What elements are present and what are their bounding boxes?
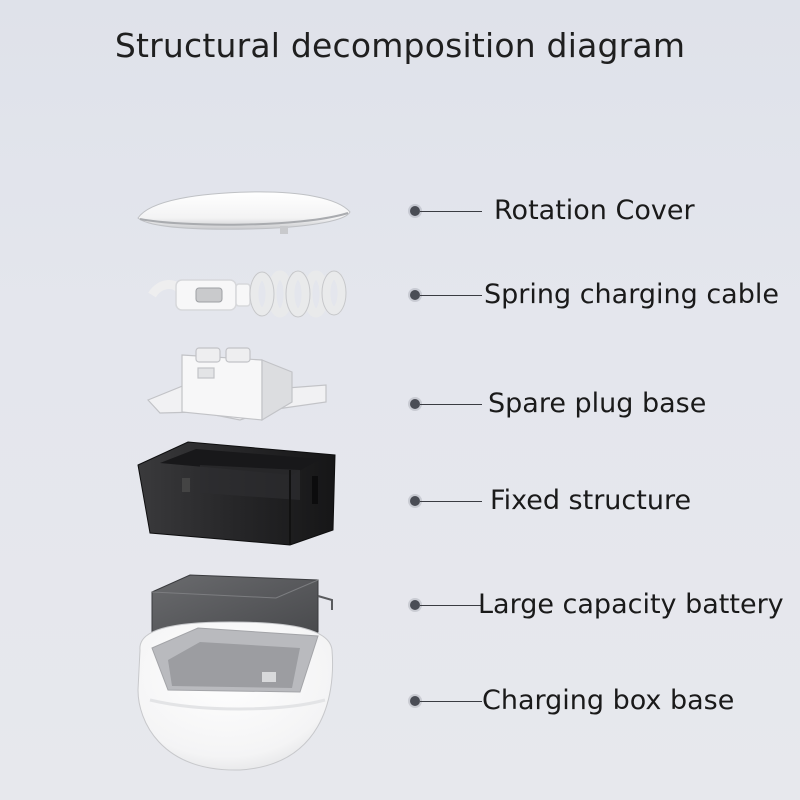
fixed-structure-part [137, 441, 336, 546]
rotation-cover-part [137, 191, 351, 234]
label-text: Rotation Cover [494, 195, 695, 226]
leader-line [420, 403, 482, 405]
diagram-title: Structural decomposition diagram [114, 26, 686, 65]
label-text: Large capacity battery [478, 589, 784, 620]
label-text: Fixed structure [490, 485, 692, 516]
leader-line [420, 500, 482, 502]
charging-box-base-part [137, 621, 334, 771]
leader-dot [410, 399, 420, 409]
label-text: Spare plug base [488, 388, 707, 419]
leader-line [420, 210, 482, 212]
leader-line [420, 700, 482, 702]
spare-plug-base-part [146, 347, 327, 422]
leader-dot [410, 206, 420, 216]
label-text: Spring charging cable [484, 279, 779, 310]
leader-dot [410, 290, 420, 300]
leader-dot [410, 696, 420, 706]
leader-dot [410, 496, 420, 506]
leader-line [420, 604, 482, 606]
leader-line [420, 294, 482, 296]
label-text: Charging box base [482, 685, 735, 716]
spring-cable-part [148, 270, 347, 318]
leader-dot [410, 600, 420, 610]
